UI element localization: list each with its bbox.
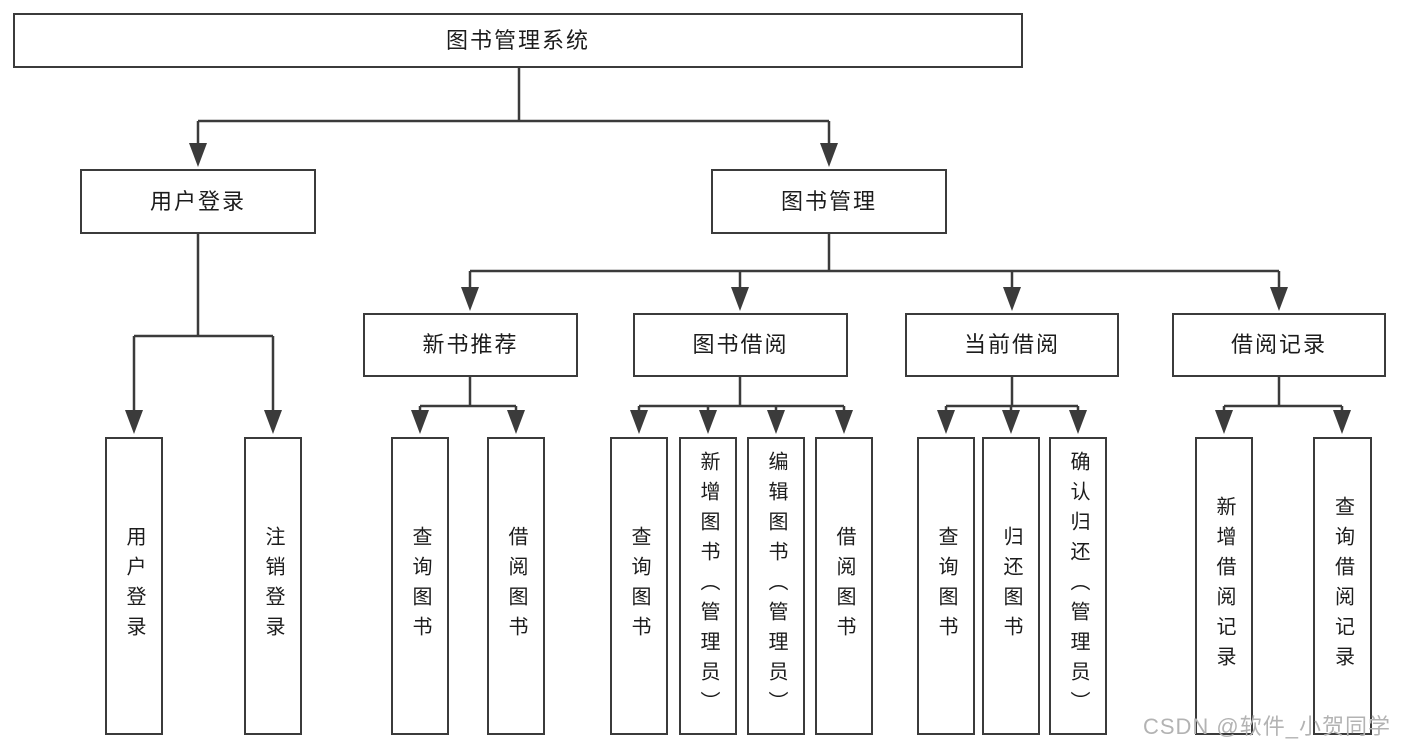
leaf-login-logout: 注销登录 [244, 437, 302, 735]
node-borrowing-records: 借阅记录 [1172, 313, 1386, 377]
leaf-records-query-borrow-record: 查询借阅记录 [1313, 437, 1372, 735]
leaf-login-user-login: 用户登录 [105, 437, 163, 735]
node-new-book-recommendation: 新书推荐 [363, 313, 578, 377]
leaf-current-return-book: 归还图书 [982, 437, 1040, 735]
node-library-management-system: 图书管理系统 [13, 13, 1023, 68]
leaf-borrow-borrow-book: 借阅图书 [815, 437, 873, 735]
leaf-recommend-query-book: 查询图书 [391, 437, 449, 735]
csdn-watermark: CSDN @软件_小贺同学 [1142, 714, 1391, 739]
leaf-records-add-borrow-record: 新增借阅记录 [1195, 437, 1253, 735]
leaf-borrow-query-book: 查询图书 [610, 437, 668, 735]
leaf-borrow-add-book-admin: 新增图书（管理员） [679, 437, 737, 735]
leaf-borrow-edit-book-admin: 编辑图书（管理员） [747, 437, 805, 735]
node-current-borrowing: 当前借阅 [905, 313, 1119, 377]
leaf-recommend-borrow-book: 借阅图书 [487, 437, 545, 735]
node-book-management: 图书管理 [711, 169, 947, 234]
leaf-current-confirm-return-admin: 确认归还（管理员） [1049, 437, 1107, 735]
node-book-borrowing: 图书借阅 [633, 313, 848, 377]
node-user-login: 用户登录 [80, 169, 316, 234]
leaf-current-query-book: 查询图书 [917, 437, 975, 735]
